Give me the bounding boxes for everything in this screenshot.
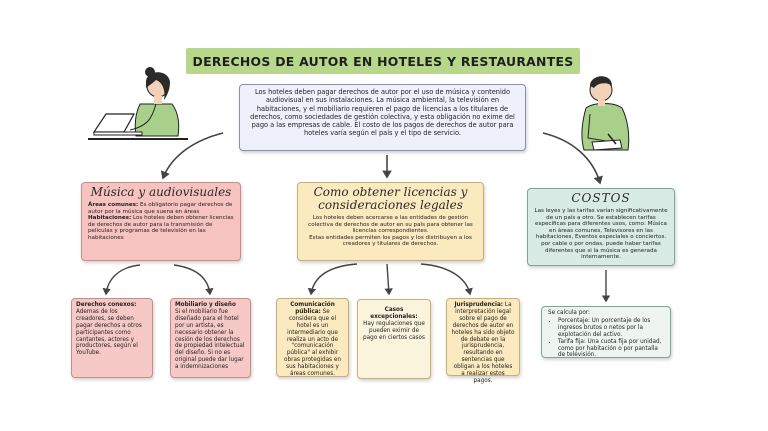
casos-excepcionales-box: Casos excepcionales: Hay regulaciones qu… — [357, 299, 431, 379]
derechos-conexos-label: Derechos conexos: — [76, 302, 137, 308]
jurisprudencia-label: Jurisprudencia: — [454, 302, 504, 308]
derechos-conexos-text: Ademas de los creadores, se deben pagar … — [76, 308, 142, 357]
calculation-item: Porcentaje: Un porcentaje de los ingreso… — [558, 318, 664, 339]
licenses-title: Como obtener licencias y consideraciones… — [313, 185, 468, 212]
mobiliario-text: Si el mobiliario fue diseñado para el ho… — [175, 308, 245, 371]
mobiliario-box: Mobiliario y diseño Si el mobiliario fue… — [170, 298, 251, 378]
woman-laptop-illustration — [88, 67, 188, 140]
jurisprudencia-box: Jurisprudencia: La interpretación legal … — [446, 298, 520, 384]
casos-excepcionales-text: Hay regulaciones que pueden eximir de pa… — [363, 320, 425, 341]
areas-comunes-label: Áreas comunes: — [88, 202, 139, 208]
page-title: DERECHOS DE AUTOR EN HOTELES Y RESTAURAN… — [192, 53, 574, 69]
title-banner: DERECHOS DE AUTOR EN HOTELES Y RESTAURAN… — [186, 48, 580, 74]
licenses-box: Como obtener licencias y consideraciones… — [297, 182, 484, 261]
arrow-intro-to-music — [160, 132, 224, 180]
costs-box: COSTOS Las leyes y las tarifas varían si… — [527, 188, 675, 266]
intro-box: Los hoteles deben pagar derechos de auto… — [239, 84, 526, 151]
arrow-intro-to-costs — [542, 132, 603, 185]
man-writing-illustration — [581, 76, 630, 151]
music-audiovisual-text: Áreas comunes: Es obligatorio pagar dere… — [88, 202, 234, 242]
intro-text: Los hoteles deben pagar derechos de auto… — [250, 88, 515, 138]
calculation-list: Porcentaje: Un porcentaje de los ingreso… — [548, 318, 664, 359]
arrow-music-to-mobiliario — [173, 264, 214, 296]
licenses-text-1: Los hoteles deben acercarse a las entida… — [308, 215, 473, 235]
arrow-licenses-to-jurisprudencia — [420, 263, 473, 296]
calculation-lead: Se calcula por: — [548, 310, 590, 316]
mobiliario-label: Mobiliario y diseño — [175, 302, 236, 308]
arrow-licenses-to-casos — [384, 263, 393, 296]
costs-text: Las leyes y las tarifas varían significa… — [534, 208, 668, 261]
arrow-licenses-to-comunicacion — [307, 263, 358, 296]
arrow-music-to-conexos — [102, 264, 141, 296]
licenses-text-2: Estas entidades permiten los pagos y los… — [309, 234, 472, 248]
casos-excepcionales-label: Casos excepcionales: — [370, 307, 418, 320]
habitaciones-text: Los hoteles deben obtener licencias de d… — [88, 215, 234, 241]
licenses-text: Los hoteles deben acercarse a las entida… — [304, 215, 477, 248]
calculation-box: Se calcula por: Porcentaje: Un porcentaj… — [541, 306, 671, 358]
derechos-conexos-box: Derechos conexos: Ademas de los creadore… — [71, 298, 153, 378]
comunicacion-publica-box: Comunicación pública: Se considera que e… — [276, 298, 349, 377]
costs-title: COSTOS — [571, 191, 631, 205]
jurisprudencia-text: La interpretación legal sobre el pago de… — [451, 302, 515, 384]
habitaciones-label: Habitaciones: — [88, 215, 132, 222]
comunicacion-publica-text: Se considera que el hotel es un intermed… — [284, 308, 341, 378]
comunicacion-publica-label: Comunicación pública: — [290, 302, 335, 315]
calculation-item: Tarifa fija: Una cuota fija por unidad, … — [558, 339, 664, 360]
areas-comunes-text: Es obligatorio pagar derechos de autor p… — [88, 202, 233, 215]
music-audiovisual-title: Música y audiovisuales — [90, 185, 232, 199]
music-audiovisual-box: Música y audiovisuales Áreas comunes: Es… — [81, 182, 241, 261]
